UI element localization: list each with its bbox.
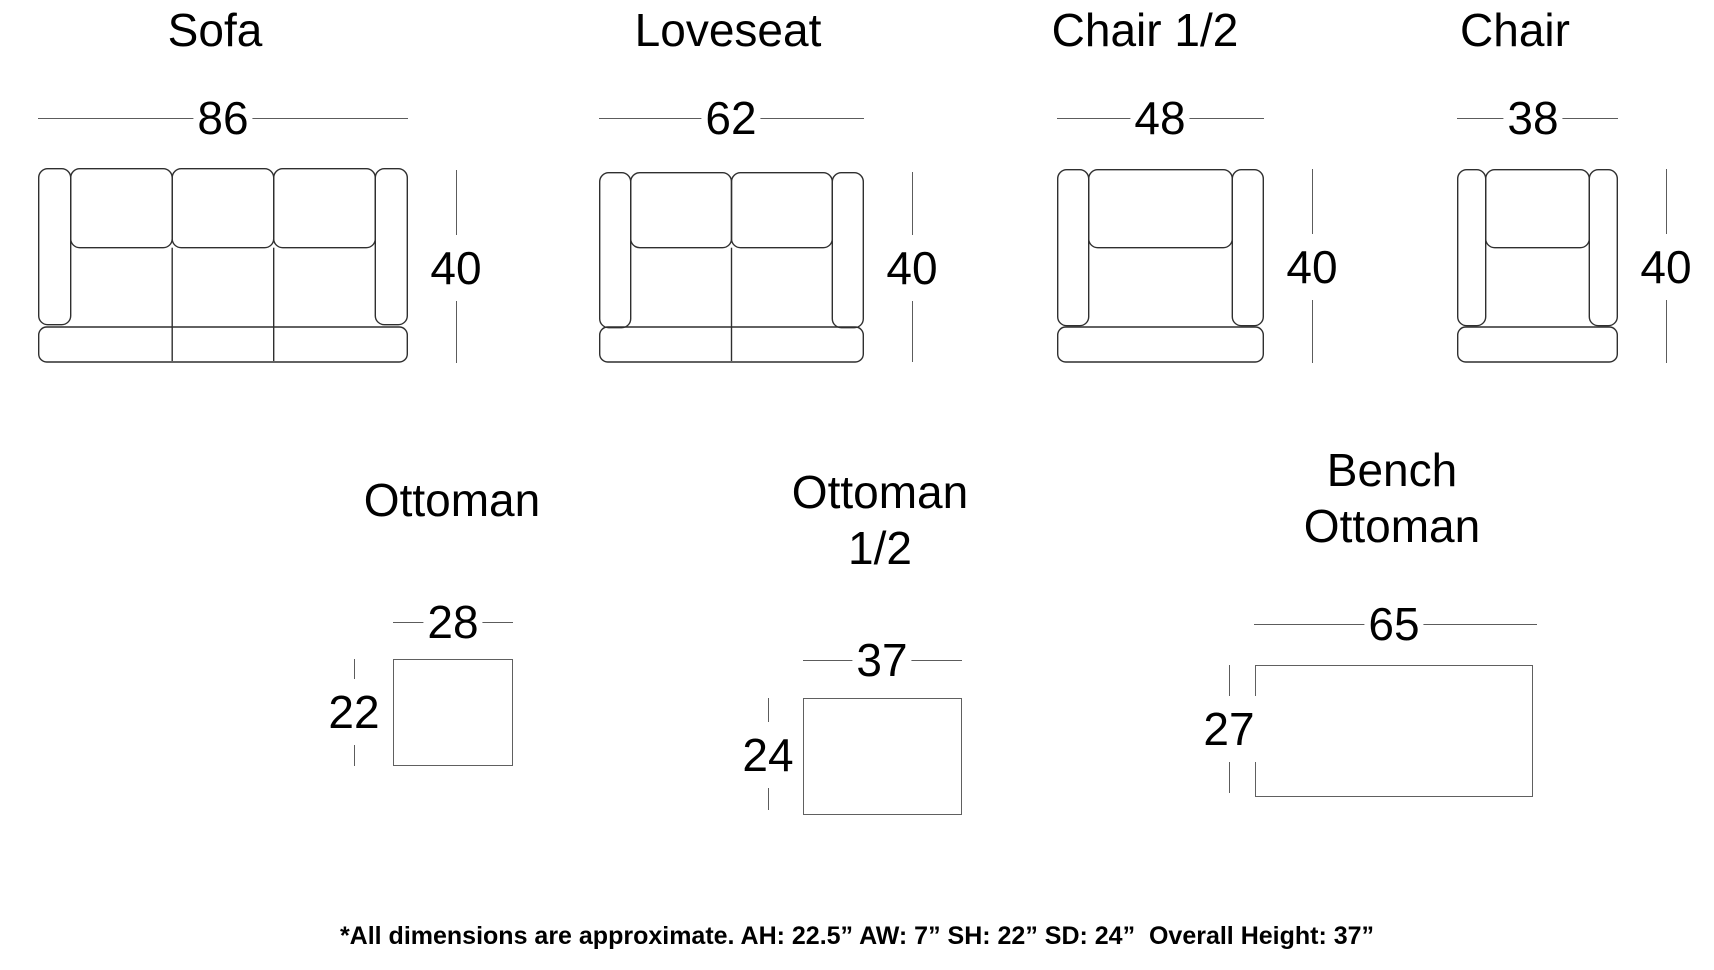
piece-title-line: Bench [1326, 444, 1458, 496]
back-cushion [70, 168, 173, 249]
piece-title: Sofa [168, 2, 263, 58]
front-rail [1057, 326, 1264, 363]
width-dimension-value: 37 [852, 637, 912, 683]
back-cushion [1088, 169, 1233, 249]
piece-title: Loveseat [635, 2, 822, 58]
depth-dimension-value: 22 [326, 679, 382, 745]
width-dimension-value: 65 [1364, 601, 1424, 647]
left-arm [38, 168, 72, 326]
piece-title-line: Chair 1/2 [1051, 4, 1239, 56]
piece-title: Bench Ottoman [1304, 442, 1480, 554]
back-cushion [1485, 169, 1590, 249]
right-arm [1231, 169, 1264, 327]
piece-title: Chair 1/2 [1052, 2, 1239, 58]
left-arm [1457, 169, 1487, 327]
front-rail [38, 326, 408, 363]
right-arm [374, 168, 408, 326]
left-arm [1057, 169, 1090, 327]
bench-ottoman-topview-drawing [1255, 665, 1533, 797]
loveseat-topview-drawing [599, 172, 864, 363]
dimensions-footnote: *All dimensions are approximate. AH: 22.… [339, 922, 1375, 950]
piece-title: Ottoman [364, 472, 540, 528]
depth-dimension-value: 24 [740, 722, 796, 788]
back-cushion [171, 168, 275, 249]
front-rail [599, 326, 864, 363]
back-cushion [730, 172, 833, 249]
chair-half-topview-drawing [1057, 169, 1264, 363]
back-cushion [630, 172, 733, 249]
back-cushion [273, 168, 376, 249]
piece-title: Ottoman 1/2 [792, 464, 968, 576]
width-dimension-value: 28 [423, 599, 483, 645]
piece-title-line: Loveseat [634, 4, 822, 56]
piece-title-line: 1/2 [848, 522, 912, 574]
width-dimension-value: 86 [193, 95, 253, 141]
depth-dimension-value: 27 [1201, 696, 1257, 762]
piece-title-line: Ottoman [363, 474, 541, 526]
width-dimension-value: 62 [701, 95, 761, 141]
depth-dimension-value: 40 [1284, 234, 1340, 300]
depth-dimension-value: 40 [884, 235, 940, 301]
piece-title-line: Ottoman [791, 466, 969, 518]
ottoman-half-topview-drawing [803, 698, 962, 815]
depth-dimension-value: 40 [428, 235, 484, 301]
chair-topview-drawing [1457, 169, 1618, 363]
piece-title: Chair [1460, 2, 1570, 58]
piece-title-line: Sofa [167, 4, 263, 56]
depth-dimension-value: 40 [1638, 234, 1694, 300]
piece-title-line: Ottoman [1303, 500, 1481, 552]
right-arm [831, 172, 864, 329]
left-arm [599, 172, 632, 329]
width-dimension-value: 38 [1503, 95, 1563, 141]
piece-title-line: Chair [1460, 4, 1570, 56]
front-rail [1457, 326, 1618, 363]
right-arm [1588, 169, 1618, 327]
width-dimension-value: 48 [1130, 95, 1190, 141]
sofa-topview-drawing [38, 168, 408, 363]
ottoman-topview-drawing [393, 659, 513, 766]
